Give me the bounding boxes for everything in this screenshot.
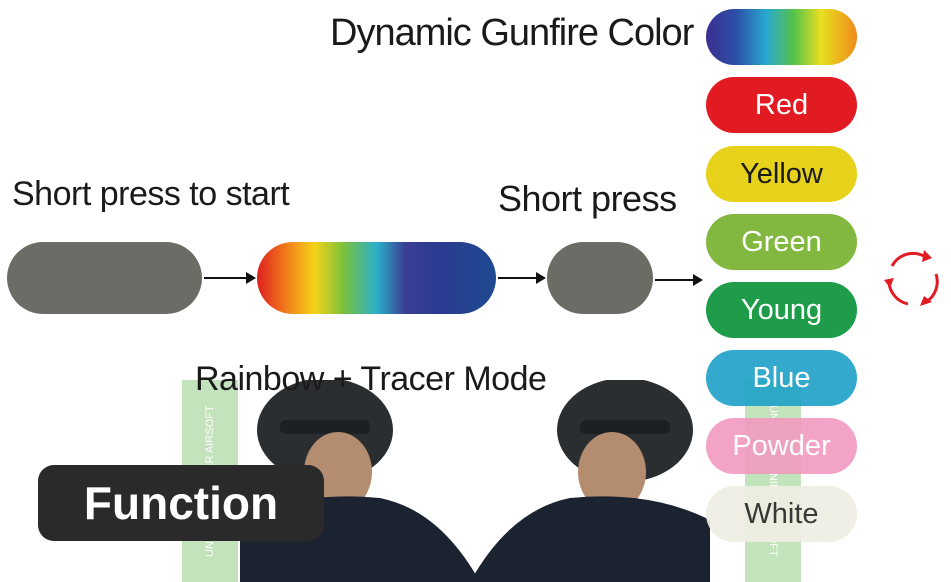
color-pill-green: Green [706,214,857,270]
color-label: Green [741,225,822,258]
gray-button-start [7,242,202,314]
page-title: Dynamic Gunfire Color [330,12,694,54]
color-pill-powder: Powder [706,418,857,474]
flow-arrow [204,272,256,284]
color-pill-young: Young [706,282,857,338]
color-pill-white: White [706,486,857,542]
color-label: Young [740,293,823,326]
short-press-start-label: Short press to start [12,175,290,213]
soldier-photo [240,380,710,582]
function-badge: Function [38,465,324,541]
color-label: White [744,497,819,530]
color-pill-red: Red [706,77,857,133]
color-label: Yellow [740,157,823,190]
color-label: Blue [752,361,811,394]
color-pill-blue: Blue [706,350,857,406]
gray-button-press [547,242,653,314]
color-label: Red [754,88,809,121]
short-press-label: Short press [498,178,677,219]
rainbow-tracer-mode-label: Rainbow + Tracer Mode [195,360,547,398]
flow-arrow [498,272,546,284]
color-pill-yellow: Yellow [706,146,857,202]
watermark-right: UNIVERSO SNIPER AIRSOFT [745,380,801,582]
color-label: Powder [732,429,831,462]
dynamic-color-swatch [706,9,857,65]
rainbow-button [257,242,496,314]
flow-arrow [655,274,703,286]
refresh-cycle-icon [884,250,939,306]
